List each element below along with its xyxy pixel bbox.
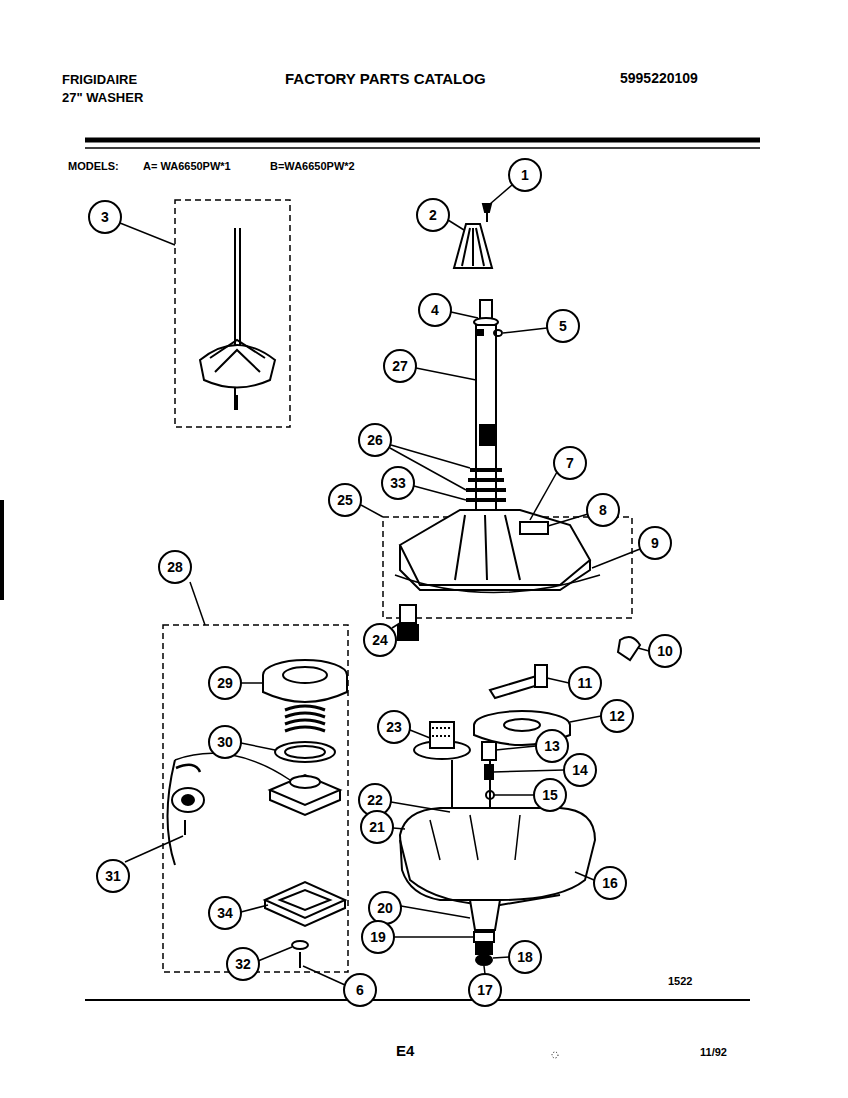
callout-circle: 1	[508, 158, 542, 192]
callout-number: 7	[566, 455, 574, 471]
callout-number: 9	[651, 535, 659, 551]
callout-number: 6	[356, 982, 364, 998]
callout-number: 27	[392, 358, 408, 374]
callout-number: 13	[544, 738, 560, 754]
callout-number: 15	[542, 787, 558, 803]
callout-circle: 2	[416, 198, 450, 232]
callout-number: 23	[386, 719, 402, 735]
callout-number: 30	[217, 734, 233, 750]
callout-number: 16	[602, 875, 618, 891]
callout-circle: 29	[208, 666, 242, 700]
callout-circle: 34	[208, 896, 242, 930]
callout-number: 3	[101, 209, 109, 225]
callout-circle: 19	[361, 920, 395, 954]
model-b: B=WA6650PW*2	[270, 160, 355, 172]
page-number: E4	[396, 1042, 414, 1059]
callout-circle: 28	[158, 550, 192, 584]
callout-circle: 7	[553, 446, 587, 480]
callout-number: 29	[217, 675, 233, 691]
callout-number: 20	[377, 900, 393, 916]
callout-number: 22	[367, 792, 383, 808]
callout-number: 14	[572, 762, 588, 778]
callout-number: 12	[609, 708, 625, 724]
callout-circle: 26	[358, 423, 392, 457]
callout-circle: 27	[383, 349, 417, 383]
callout-circle: 33	[381, 466, 415, 500]
callout-number: 31	[105, 868, 121, 884]
callout-number: 33	[390, 475, 406, 491]
callout-circle: 4	[418, 293, 452, 327]
callout-number: 19	[370, 929, 386, 945]
callout-circle: 13	[535, 729, 569, 763]
callout-number: 28	[167, 559, 183, 575]
callout-circle: 11	[568, 666, 602, 700]
callout-number: 25	[337, 492, 353, 508]
callout-circle: 24	[363, 623, 397, 657]
catalog-number: 5995220109	[620, 70, 698, 86]
callout-number: 1	[521, 167, 529, 183]
callout-number: 21	[369, 819, 385, 835]
callout-circle: 3	[88, 200, 122, 234]
product-name: 27" WASHER	[62, 90, 143, 105]
model-a: A= WA6650PW*1	[143, 160, 231, 172]
catalog-title: FACTORY PARTS CATALOG	[285, 70, 486, 87]
callout-circle: 32	[226, 947, 260, 981]
callout-circle: 9	[638, 526, 672, 560]
drawing-number: 1522	[668, 975, 692, 987]
brand-name: FRIGIDAIRE	[62, 72, 137, 87]
callout-circle: 14	[563, 753, 597, 787]
callout-number: 34	[217, 905, 233, 921]
callout-circle: 18	[508, 940, 542, 974]
callout-circle: 17	[468, 973, 502, 1007]
models-label: MODELS:	[68, 160, 119, 172]
callout-number: 11	[578, 675, 593, 691]
callout-circle: 23	[377, 710, 411, 744]
callout-circle: 30	[208, 725, 242, 759]
callout-circle: 16	[593, 866, 627, 900]
date-code: 11/92	[700, 1046, 727, 1058]
callout-circle: 5	[546, 309, 580, 343]
callout-circle: 6	[343, 973, 377, 1007]
callout-circle: 31	[96, 859, 130, 893]
callout-number: 8	[599, 502, 607, 518]
callout-number: 26	[367, 432, 383, 448]
callout-number: 4	[431, 302, 439, 318]
callout-number: 5	[559, 318, 567, 334]
callout-number: 18	[517, 949, 533, 965]
callout-number: 10	[657, 643, 673, 659]
callout-number: 17	[477, 982, 493, 998]
callout-number: 24	[372, 632, 388, 648]
callout-circle: 10	[648, 634, 682, 668]
callout-number: 2	[429, 207, 437, 223]
callout-circle: 21	[360, 810, 394, 844]
callout-circle: 8	[586, 493, 620, 527]
callout-circle: 15	[533, 778, 567, 812]
callout-circle: 12	[600, 699, 634, 733]
callout-circle: 25	[328, 483, 362, 517]
callout-number: 32	[235, 956, 251, 972]
